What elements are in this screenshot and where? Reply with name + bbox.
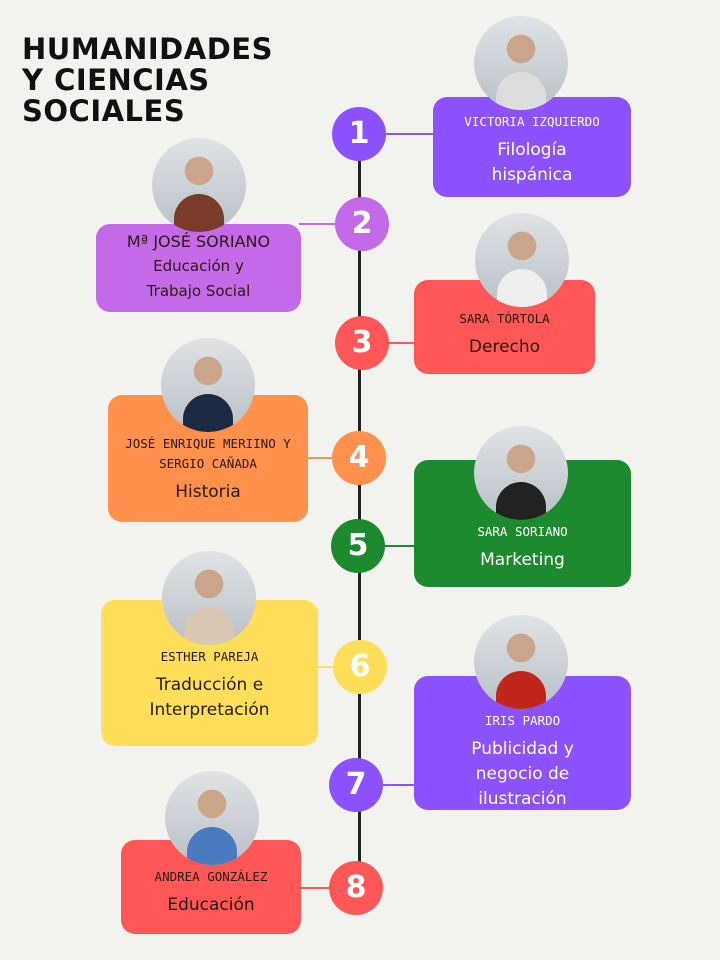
- study-field: Filología hispánica: [491, 140, 573, 185]
- person-name: VICTORIA IZQUIERDO: [464, 114, 600, 129]
- person-card: Mª JOSÉ SORIANO Educación y Trabajo Socia…: [96, 224, 301, 312]
- step-number-badge: 6: [333, 640, 387, 694]
- person-name: ESTHER PAREJA: [160, 649, 259, 664]
- person-name: SARA TÓRTOLA: [459, 311, 550, 326]
- connector-line: [356, 784, 416, 786]
- step-number-badge: 2: [335, 197, 389, 251]
- person-name: JOSÉ ENRIQUE MERIINO Y SERGIO CAÑADA: [125, 436, 291, 471]
- person-photo: [474, 16, 568, 110]
- step-number-badge: 7: [329, 758, 383, 812]
- person-name: IRIS PARDO: [484, 713, 561, 728]
- person-photo: [474, 426, 568, 520]
- connector-line: [358, 545, 416, 547]
- step-number-badge: 5: [331, 519, 385, 573]
- person-photo: [475, 213, 569, 307]
- person-name: SARA SORIANO: [477, 524, 568, 539]
- study-field: Publicidad y negocio de ilustración: [471, 739, 574, 809]
- timeline-line: [358, 130, 361, 890]
- connector-line: [299, 887, 356, 889]
- step-number-badge: 4: [332, 431, 386, 485]
- study-field: Marketing: [480, 550, 565, 570]
- title-line: HUMANIDADES: [22, 32, 273, 66]
- person-photo: [474, 615, 568, 709]
- title-line: SOCIALES: [22, 94, 186, 128]
- step-number-badge: 3: [335, 316, 389, 370]
- person-photo: [162, 551, 256, 645]
- connector-line: [359, 133, 435, 135]
- step-number-badge: 1: [332, 107, 386, 161]
- title-line: Y CIENCIAS: [22, 63, 210, 97]
- person-name: ANDREA GONZÁLEZ: [154, 869, 268, 884]
- study-field: Traducción e Interpretación: [149, 675, 270, 720]
- connector-line: [362, 342, 416, 344]
- person-photo: [161, 338, 255, 432]
- person-photo: [165, 771, 259, 865]
- person-card: ANDREA GONZÁLEZ Educación: [121, 840, 301, 934]
- study-field: Historia: [175, 482, 241, 502]
- person-photo: [152, 138, 246, 232]
- study-field: Educación y Trabajo Social: [146, 257, 251, 300]
- study-field: Educación: [167, 895, 255, 915]
- person-name: Mª JOSÉ SORIANO: [126, 232, 271, 251]
- study-field: Derecho: [468, 337, 541, 357]
- connector-line: [299, 223, 362, 225]
- page-title: HUMANIDADES Y CIENCIAS SOCIALES: [22, 34, 273, 127]
- step-number-badge: 8: [329, 861, 383, 915]
- person-card: VICTORIA IZQUIERDO Filología hispánica: [433, 97, 631, 197]
